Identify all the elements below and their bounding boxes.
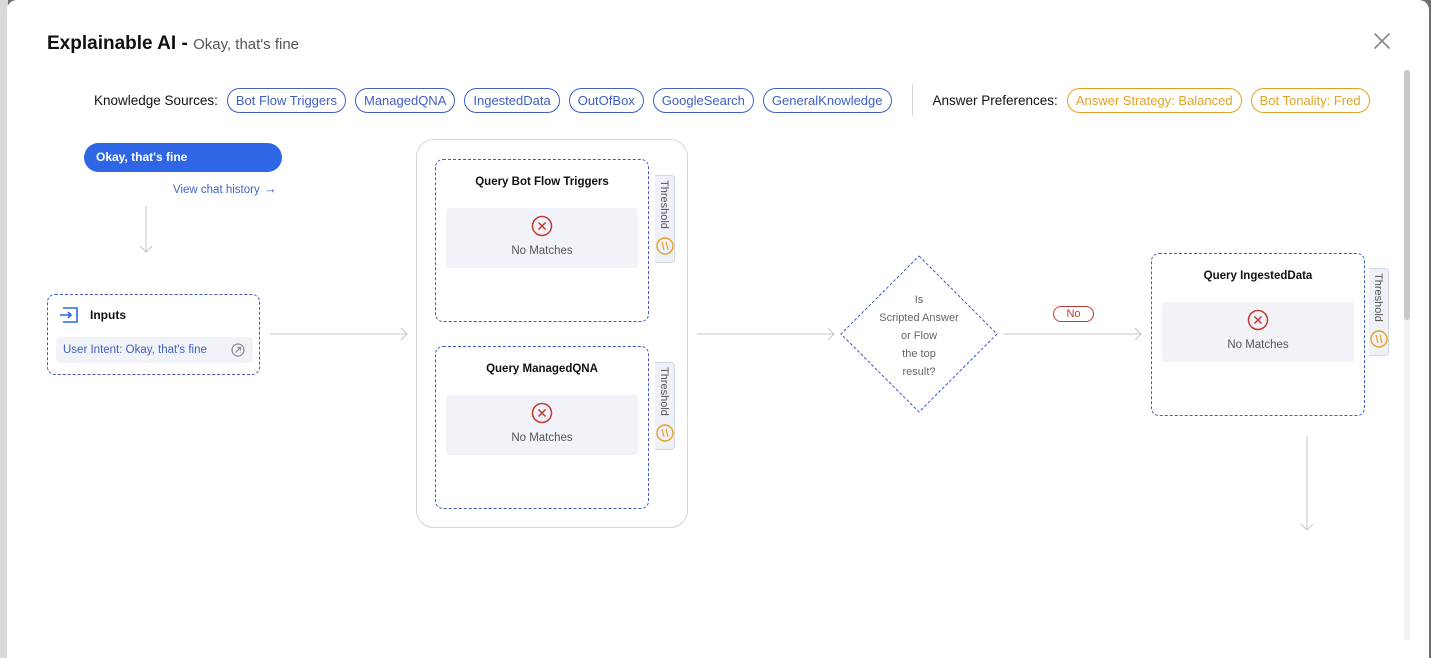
background-app-strip: [0, 0, 8, 658]
threshold-label: Threshold: [658, 367, 670, 416]
source-chip-generalknowledge[interactable]: GeneralKnowledge: [762, 87, 892, 113]
chat-history-label: View chat history: [173, 184, 260, 196]
no-matches-panel: No Matches: [1162, 302, 1354, 362]
arrow-right-icon: →: [263, 181, 277, 196]
sources-divider: [911, 84, 913, 116]
no-matches-text: No Matches: [511, 432, 573, 444]
source-chip-bot-flow-triggers[interactable]: Bot Flow Triggers: [226, 87, 346, 113]
modal-title-main: Explainable AI: [47, 33, 177, 54]
threshold-gauge-icon: [1370, 330, 1388, 348]
flow-connectors: [139, 206, 1314, 531]
link-icon[interactable]: [231, 343, 245, 357]
threshold-gauge-icon: [656, 424, 674, 442]
decision-question: Is Scripted Answer or Flow the top resul…: [838, 291, 1000, 381]
inputs-node: Inputs User Intent: Okay, that's fine: [47, 294, 260, 375]
threshold-tab-managedqna[interactable]: Threshold: [655, 362, 675, 450]
query-node-ingesteddata: Query IngestedData No Matches: [1151, 253, 1365, 416]
decision-node: Is Scripted Answer or Flow the top resul…: [838, 253, 1000, 415]
query-title: Query ManagedQNA: [486, 363, 598, 375]
no-matches-panel: No Matches: [446, 208, 638, 268]
user-intent-row: User Intent: Okay, that's fine: [56, 337, 253, 363]
error-x-icon: [531, 215, 553, 237]
query-title: Query IngestedData: [1203, 270, 1313, 282]
edge-label-no: No: [1053, 306, 1094, 322]
close-icon: [1374, 33, 1390, 49]
modal-subtitle: Okay, that's fine: [193, 36, 300, 53]
source-chip-ingesteddata[interactable]: IngestedData: [464, 87, 560, 113]
modal-title-separator: -: [181, 33, 188, 54]
threshold-gauge-icon: [656, 237, 674, 255]
inputs-title: Inputs: [90, 308, 126, 322]
no-matches-text: No Matches: [511, 245, 573, 257]
inputs-header: Inputs: [58, 306, 126, 324]
vertical-scrollbar-thumb[interactable]: [1404, 70, 1410, 320]
no-matches-panel: No Matches: [446, 395, 638, 455]
threshold-label: Threshold: [658, 180, 670, 229]
chat-message-bubble: Okay, that's fine: [84, 143, 282, 172]
explainable-ai-modal: Explainable AI - Okay, that's fine Knowl…: [7, 0, 1429, 658]
close-button[interactable]: [1371, 30, 1393, 52]
modal-title: Explainable AI - Okay, that's fine: [47, 33, 299, 55]
decision-line: Scripted Answer: [879, 312, 959, 324]
query-node-bot-flow-triggers: Query Bot Flow Triggers No Matches: [435, 159, 649, 322]
decision-line: result?: [902, 366, 936, 378]
vertical-scrollbar-track[interactable]: [1404, 70, 1410, 640]
input-icon: [60, 307, 78, 323]
source-chip-managedqna[interactable]: ManagedQNA: [354, 87, 456, 113]
view-chat-history-link[interactable]: View chat history→: [173, 181, 277, 196]
no-matches-text: No Matches: [1227, 339, 1289, 351]
knowledge-sources-bar: Knowledge Sources: Bot Flow Triggers Man…: [94, 84, 1379, 116]
answer-preferences-label: Answer Preferences:: [932, 92, 1058, 108]
knowledge-sources-label: Knowledge Sources:: [94, 92, 218, 108]
threshold-tab-bot-flow-triggers[interactable]: Threshold: [655, 175, 675, 263]
source-chip-googlesearch[interactable]: GoogleSearch: [652, 87, 754, 113]
source-chip-outofbox[interactable]: OutOfBox: [568, 87, 644, 113]
threshold-label: Threshold: [1372, 273, 1384, 322]
user-intent-text: User Intent: Okay, that's fine: [63, 344, 207, 356]
query-title: Query Bot Flow Triggers: [475, 176, 609, 188]
threshold-tab-ingesteddata[interactable]: Threshold: [1369, 268, 1389, 356]
decision-line: Is: [914, 294, 924, 306]
decision-line: the top: [902, 348, 936, 360]
decision-line: or Flow: [900, 330, 938, 342]
error-x-icon: [531, 402, 553, 424]
error-x-icon: [1247, 309, 1269, 331]
query-node-managedqna: Query ManagedQNA No Matches: [435, 346, 649, 509]
preference-chip-answer-strategy[interactable]: Answer Strategy: Balanced: [1066, 87, 1242, 113]
preference-chip-bot-tonality[interactable]: Bot Tonality: Fred: [1250, 87, 1370, 113]
primary-query-group: Query Bot Flow Triggers No Matches Thres…: [416, 139, 688, 528]
decision-diamond: [840, 255, 998, 413]
